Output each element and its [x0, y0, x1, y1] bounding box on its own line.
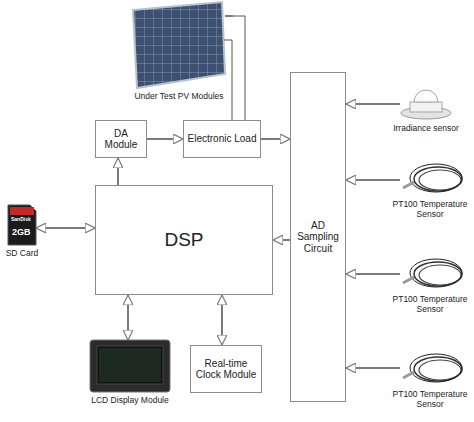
signal-arrow — [346, 103, 400, 105]
card-marking: SanDisk — [11, 217, 31, 222]
box-label: Real-time Clock Module — [191, 358, 261, 381]
solar-panel — [133, 2, 233, 120]
signal-arrow — [127, 295, 129, 340]
irradiance-sensor: Irradiance sensor — [400, 88, 452, 120]
box-label: DSP — [162, 229, 205, 251]
temperature-sensor: PT100 Temperature Sensor — [400, 350, 464, 386]
temperature-sensor: PT100 Temperature Sensor — [400, 160, 464, 196]
temperature-sensor: PT100 Temperature Sensor — [400, 255, 464, 291]
pt100-probe — [403, 164, 462, 382]
signal-arrow — [346, 367, 400, 369]
sd-card: SD Card — [8, 205, 36, 245]
signal-arrow — [273, 239, 290, 241]
process-box: DA Module — [95, 120, 147, 158]
caption: Under Test PV Modules — [134, 91, 223, 101]
caption: PT100 Temperature Sensor — [390, 199, 470, 219]
process-box: AD Sampling Circuit — [290, 72, 346, 402]
sd-card — [8, 205, 36, 245]
caption: PT100 Temperature Sensor — [390, 294, 470, 314]
wire — [225, 16, 245, 120]
signal-arrow — [36, 227, 95, 229]
caption: SD Card — [6, 248, 39, 258]
wire — [224, 40, 232, 120]
signal-arrow — [346, 273, 400, 275]
pyranometer — [401, 90, 451, 119]
card-marking: 2GB — [12, 228, 31, 237]
signal-arrow — [346, 179, 400, 181]
processor-box: DSP — [95, 185, 273, 295]
signal-arrow — [221, 295, 223, 345]
signal-arrow — [261, 138, 290, 140]
signal-arrow — [117, 158, 119, 185]
box-label: Electronic Load — [186, 133, 259, 145]
caption: PT100 Temperature Sensor — [390, 389, 470, 409]
box-label: AD Sampling Circuit — [291, 220, 345, 255]
caption: Irradiance sensor — [393, 123, 459, 133]
display-module: LCD Display Module — [90, 340, 170, 392]
process-box: Electronic Load — [183, 120, 261, 158]
pv-module: Under Test PV Modules — [133, 2, 225, 88]
lcd-module — [90, 340, 170, 392]
process-box: Real-time Clock Module — [190, 345, 262, 393]
box-label: DA Module — [96, 128, 146, 151]
signal-arrow — [147, 138, 183, 140]
caption: LCD Display Module — [91, 395, 168, 405]
